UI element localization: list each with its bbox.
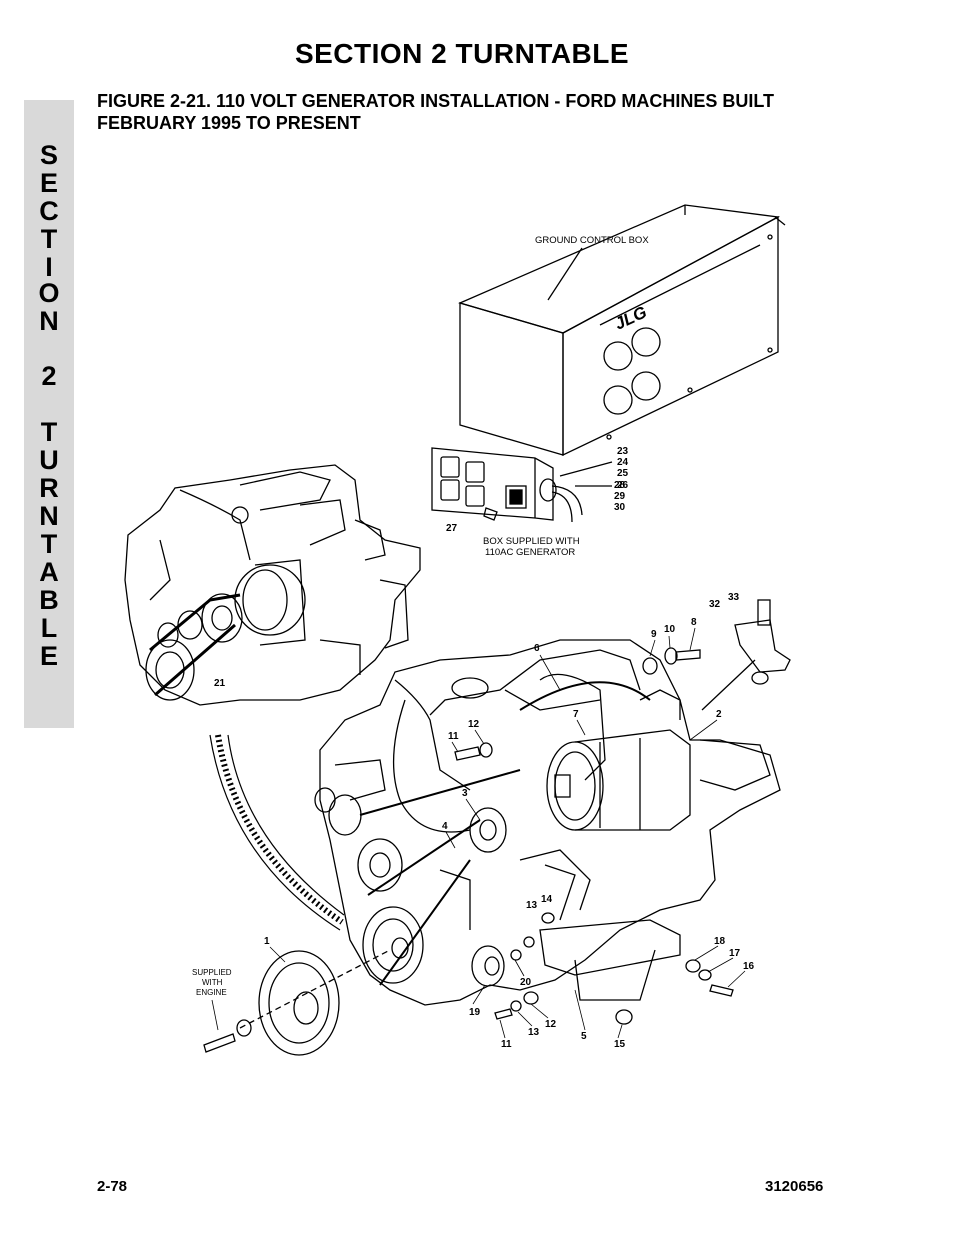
side-tab-letter: R (39, 473, 59, 503)
callout-7: 7 (573, 709, 579, 720)
callout-10: 10 (664, 624, 676, 635)
side-tab-letter: L (40, 613, 58, 643)
section-title: SECTION 2 TURNTABLE (294, 38, 630, 69)
side-tab-letter: N (39, 306, 59, 336)
document-number: 3120656 (765, 1178, 824, 1195)
figure-title-line1: FIGURE 2-21. 110 VOLT GENERATOR INSTALLA… (97, 91, 775, 111)
main-engine (314, 639, 781, 1006)
callout-21: 21 (214, 678, 226, 689)
callout-6: 6 (534, 643, 540, 654)
side-tab-letter: C (39, 196, 59, 226)
callout-20: 20 (520, 977, 532, 988)
callout-4: 4 (442, 821, 448, 832)
callout-32: 32 (709, 599, 721, 610)
callout-3: 3 (462, 788, 468, 799)
side-tab-letter: T (40, 224, 58, 254)
page-number: 2-78 (97, 1178, 128, 1195)
ground-control-box-label: GROUND CONTROL BOX (535, 235, 649, 246)
hardware (203, 647, 734, 1056)
figure-title: FIGURE 2-21. 110 VOLT GENERATOR INSTALLA… (97, 90, 857, 134)
callout-26: 26 (617, 480, 629, 491)
callout-23: 23 (617, 446, 629, 457)
callout-14: 14 (541, 894, 553, 905)
jlg-logo: JLG (612, 302, 650, 333)
side-tab-letter: U (39, 445, 59, 475)
callout-12-upper: 12 (468, 719, 480, 730)
side-tab-letter: A (39, 557, 59, 587)
callout-2: 2 (716, 709, 722, 720)
callout-19: 19 (469, 1007, 481, 1018)
side-tab-letter: E (39, 168, 58, 198)
side-tab-letter: E (39, 641, 58, 671)
ground-control-box: JLG (458, 204, 786, 457)
callout-25: 25 (617, 468, 629, 479)
callout-13-lower: 13 (528, 1027, 540, 1038)
callout-12-lower: 12 (545, 1019, 557, 1030)
fitting-assembly (701, 599, 791, 711)
v-belt (209, 734, 345, 931)
callout-15: 15 (614, 1039, 626, 1050)
side-tab-letter: T (40, 417, 58, 447)
callout-11-lower: 11 (501, 1039, 512, 1050)
supplied-with-engine-label-line3: ENGINE (196, 988, 227, 997)
callout-9: 9 (651, 629, 657, 640)
callout-11-upper: 11 (448, 731, 459, 742)
side-tab-letter: 2 (41, 361, 57, 391)
figure-title-line2: FEBRUARY 1995 TO PRESENT (97, 113, 361, 133)
side-tab-letter: I (45, 252, 53, 282)
supplied-with-engine-label-line2: WITH (202, 978, 223, 987)
callout-1: 1 (264, 936, 270, 947)
callout-28: 28 (614, 480, 626, 491)
callout-27: 27 (446, 523, 458, 534)
callout-18: 18 (714, 936, 726, 947)
callout-13-upper: 13 (526, 900, 538, 911)
callout-24: 24 (617, 457, 629, 468)
callout-17: 17 (729, 948, 741, 959)
callout-30: 30 (614, 502, 626, 513)
callout-8: 8 (691, 617, 697, 628)
box-supplied-label-line2: 110AC GENERATOR (485, 547, 575, 558)
supplied-with-engine-label-line1: SUPPLIED (192, 968, 232, 977)
callout-33: 33 (728, 592, 740, 603)
generator-installation-figure: JLG GROUND CONTROL BOX 27 BOX SUPPLIED W… (124, 204, 791, 1056)
box-supplied-label-line1: BOX SUPPLIED WITH (483, 536, 580, 547)
side-tab-letter: T (40, 529, 58, 559)
side-tab-letter: S (39, 140, 58, 170)
section-side-tab: S E C T I O N 2 T U R N T A B L E (24, 100, 74, 728)
callout-29: 29 (614, 491, 626, 502)
callout-16: 16 (743, 961, 755, 972)
outlet-box (431, 447, 583, 523)
callout-5: 5 (581, 1031, 587, 1042)
side-tab-letter: O (38, 278, 60, 308)
side-tab-letter: B (39, 585, 59, 615)
small-engine-view (124, 464, 421, 706)
side-tab-letter: N (39, 501, 59, 531)
